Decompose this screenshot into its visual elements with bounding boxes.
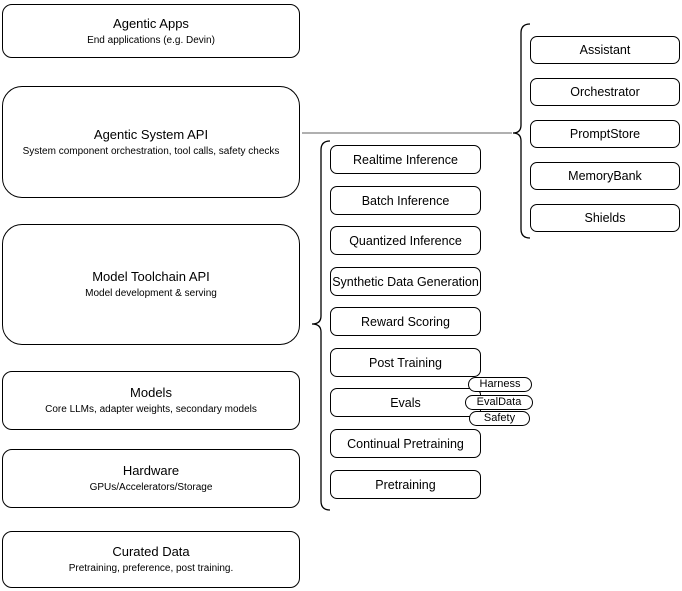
tag-label: Safety	[483, 412, 516, 424]
component-promptstore: PromptStore	[530, 120, 680, 148]
component-label: Orchestrator	[570, 85, 640, 99]
tag-evaldata: EvalData	[465, 395, 533, 410]
component-label: PromptStore	[569, 127, 641, 141]
service-quantized-inference: Quantized Inference	[330, 226, 481, 255]
layer-title: Agentic Apps	[113, 15, 189, 31]
service-label: Evals	[390, 395, 421, 410]
component-memorybank: MemoryBank	[530, 162, 680, 190]
layer-title: Models	[130, 385, 172, 400]
component-label: Shields	[584, 211, 626, 225]
layer-subtitle: GPUs/Accelerators/Storage	[89, 482, 213, 493]
service-realtime-inference: Realtime Inference	[330, 145, 481, 174]
component-assistant: Assistant	[530, 36, 680, 64]
layer-subtitle: Pretraining, preference, post training.	[68, 563, 234, 574]
service-label: Pretraining	[375, 477, 436, 492]
service-synthetic-data-generation: Synthetic Data Generation	[330, 267, 481, 296]
service-label: Reward Scoring	[361, 314, 450, 329]
layer-agentic-apps: Agentic Apps End applications (e.g. Devi…	[2, 4, 300, 58]
component-label: Assistant	[579, 43, 631, 57]
layer-subtitle: Model development & serving	[85, 288, 217, 299]
service-label: Quantized Inference	[349, 233, 462, 248]
layer-title: Hardware	[122, 463, 180, 478]
layer-title: Model Toolchain API	[92, 269, 210, 284]
tag-label: EvalData	[476, 396, 522, 408]
system-components-brace	[512, 23, 531, 239]
layer-model-toolchain-api: Model Toolchain API Model development & …	[2, 224, 300, 345]
service-label: Post Training	[369, 355, 442, 370]
service-pretraining: Pretraining	[330, 470, 481, 499]
service-label: Batch Inference	[361, 193, 450, 208]
component-orchestrator: Orchestrator	[530, 78, 680, 106]
tag-safety: Safety	[469, 411, 530, 426]
layer-subtitle: System component orchestration, tool cal…	[22, 145, 280, 157]
toolchain-services-brace	[311, 140, 331, 511]
service-label: Continual Pretraining	[347, 436, 464, 451]
tag-label: Harness	[479, 378, 521, 390]
layer-hardware: Hardware GPUs/Accelerators/Storage	[2, 449, 300, 508]
service-batch-inference: Batch Inference	[330, 186, 481, 215]
layer-subtitle: Core LLMs, adapter weights, secondary mo…	[45, 404, 257, 415]
service-evals: Evals	[330, 388, 481, 417]
service-label: Realtime Inference	[353, 152, 458, 167]
service-post-training: Post Training	[330, 348, 481, 377]
service-reward-scoring: Reward Scoring	[330, 307, 481, 336]
layer-subtitle: End applications (e.g. Devin)	[87, 34, 215, 46]
service-label: Synthetic Data Generation	[332, 274, 479, 289]
layer-curated-data: Curated Data Pretraining, preference, po…	[2, 531, 300, 588]
service-continual-pretraining: Continual Pretraining	[330, 429, 481, 458]
layer-title: Agentic System API	[93, 126, 209, 142]
layer-models: Models Core LLMs, adapter weights, secon…	[2, 371, 300, 430]
layer-agentic-system-api: Agentic System API System component orch…	[2, 86, 300, 198]
component-label: MemoryBank	[568, 169, 642, 183]
layer-title: Curated Data	[112, 544, 190, 559]
component-shields: Shields	[530, 204, 680, 232]
tag-harness: Harness	[468, 377, 532, 392]
